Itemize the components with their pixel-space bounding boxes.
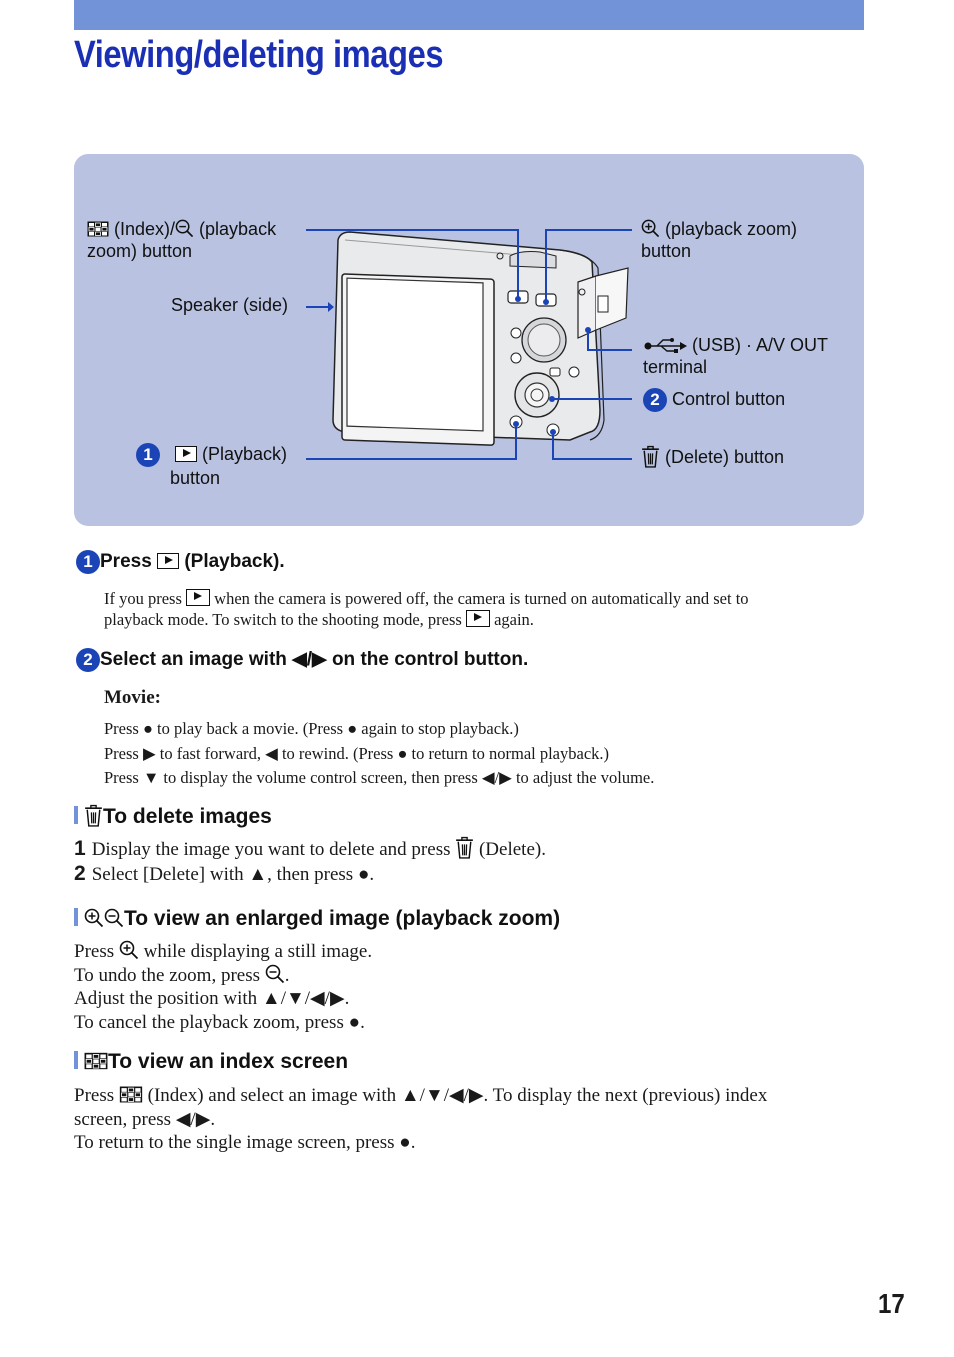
- header-accent-bar: [74, 0, 864, 30]
- leader-dot: [543, 299, 549, 305]
- trash-icon: [641, 445, 660, 468]
- zoom-in-icon: [84, 908, 104, 928]
- label-delete-button: (Delete) button: [641, 445, 784, 468]
- label-control-button: 2 Control button: [643, 388, 785, 412]
- zoom-out-icon: [104, 908, 124, 928]
- index-icon: [87, 221, 109, 237]
- index-icon: [84, 1052, 108, 1070]
- zoom-out-icon: [175, 219, 194, 238]
- camera-illustration: [332, 231, 629, 446]
- step-1-badge: 1: [136, 443, 160, 467]
- label-index-zoom-button: (Index)/ (playback zoom) button: [87, 219, 277, 261]
- leader-dot: [513, 421, 519, 427]
- camera-diagram: [306, 229, 632, 460]
- movie-instructions: Press ● to play back a movie. (Press ● a…: [104, 719, 655, 787]
- step-1-badge: 1: [76, 550, 100, 574]
- playback-icon: [186, 589, 211, 606]
- label-speaker: Speaker (side): [171, 295, 289, 315]
- trash-icon: [84, 804, 103, 827]
- leader-lines: [306, 229, 632, 460]
- section-marker: [74, 908, 78, 926]
- section-marker: [74, 806, 78, 824]
- label-usb-terminal: (USB) · A/V OUT terminal: [643, 335, 829, 377]
- zoom-out-icon: [265, 964, 285, 984]
- leader-dot: [515, 296, 521, 302]
- page-number: 17: [878, 1288, 905, 1319]
- playback-icon: [175, 446, 198, 462]
- step-1-text: If you press when the camera is powered …: [104, 589, 749, 629]
- page-title: Viewing/deleting images: [74, 34, 444, 76]
- step-2-badge: 2: [643, 388, 667, 412]
- section-marker: [74, 1051, 78, 1069]
- zoom-in-icon: [641, 219, 660, 238]
- index-instructions: Press (Index) and select an image with ▲…: [74, 1085, 768, 1153]
- leader-dot: [550, 429, 556, 435]
- delete-section-heading: To delete images: [74, 804, 272, 829]
- zoom-in-icon: [119, 940, 139, 960]
- trash-icon: [455, 836, 474, 859]
- label-zoom-button: (playback zoom) button: [641, 219, 798, 261]
- leader-dot: [549, 396, 555, 402]
- usb-icon: [644, 338, 687, 353]
- index-section-heading: To view an index screen: [74, 1050, 348, 1074]
- speaker-arrow: [328, 302, 334, 312]
- zoom-section-heading: To view an enlarged image (playback zoom…: [74, 907, 560, 931]
- playback-icon: [157, 553, 180, 569]
- leader-dot: [585, 327, 591, 333]
- zoom-instructions: Press while displaying a still image. To…: [74, 940, 373, 1033]
- playback-icon: [465, 610, 490, 627]
- movie-subheading: Movie:: [104, 687, 161, 708]
- label-playback-button: 1 (Playback) button: [136, 443, 287, 489]
- step-2-badge: 2: [76, 648, 100, 672]
- index-icon: [119, 1086, 143, 1103]
